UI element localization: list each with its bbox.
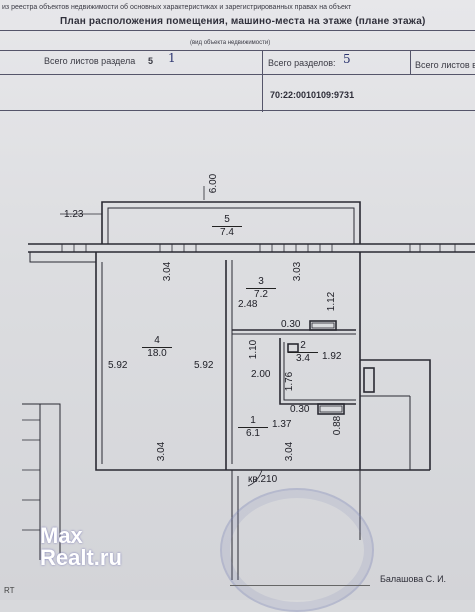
dim-1-12: 1.12 xyxy=(326,291,338,312)
dim-3-04-corridor: 3.04 xyxy=(284,441,296,462)
vent-duct xyxy=(309,320,337,331)
room-2-number: 2 xyxy=(300,340,306,351)
dim-3-04-top: 3.04 xyxy=(162,261,174,282)
header-divider xyxy=(410,50,411,74)
sheet-label: Всего разделов: xyxy=(268,58,336,68)
header-divider xyxy=(262,50,263,112)
dim-1-37: 1.37 xyxy=(272,419,292,430)
sheet-hand: 5 xyxy=(343,52,351,66)
signer-name: Балашова С. И. xyxy=(380,574,447,584)
cadastral-number: 70:22:0010109:9731 xyxy=(270,90,355,100)
apartment-wall xyxy=(95,252,430,471)
dim-1-76: 1.76 xyxy=(284,371,296,392)
bath-wall-inner xyxy=(283,342,356,401)
header-rule xyxy=(0,74,475,75)
header-small-text: из реестра объектов недвижимости об осно… xyxy=(2,4,352,11)
dim-2-48: 2.48 xyxy=(238,299,258,310)
dim-5-92-right: 5.92 xyxy=(194,360,214,371)
sheets-total-label: Всего листов в xyxy=(415,60,475,70)
dim-5-92-left: 5.92 xyxy=(108,360,128,371)
room-5-number: 5 xyxy=(224,214,230,225)
document-title: План расположения помещения, машино-мест… xyxy=(60,16,426,27)
sheets-section-hand: 1 xyxy=(168,51,176,65)
room-5-area: 7.4 xyxy=(212,226,242,238)
window-hatch xyxy=(409,244,456,252)
room-2-area: 3.4 xyxy=(288,352,318,364)
window-hatch xyxy=(259,244,333,252)
room-1-number: 1 xyxy=(250,415,256,426)
room-3-number: 3 xyxy=(258,276,264,287)
stair-steps xyxy=(22,419,40,531)
dim-3-03: 3.03 xyxy=(292,261,304,282)
header-rule xyxy=(0,110,475,111)
balcony-inner xyxy=(107,207,355,244)
dim-1-92: 1.92 xyxy=(322,351,342,362)
watermark-line1: Max xyxy=(40,523,83,548)
room-1-area: 6.1 xyxy=(238,427,268,439)
watermark-line2: Realt.ru xyxy=(40,545,122,570)
dim-3-04-bottom: 3.04 xyxy=(156,441,168,462)
header-rule xyxy=(0,30,475,31)
vent-duct-inner xyxy=(311,322,335,329)
dim-0-30-bottom: 0.30 xyxy=(290,404,310,415)
dim-0-88: 0.88 xyxy=(332,415,344,436)
watermark: Max Realt.ru xyxy=(40,525,122,569)
round-stamp xyxy=(220,488,374,612)
sheets-section-label: Всего листов раздела xyxy=(44,56,136,66)
balcony-outline xyxy=(101,201,361,244)
neighbour-wall xyxy=(360,359,431,470)
vent-duct-inner xyxy=(319,405,343,413)
apartment-label: кв.210 xyxy=(248,474,278,485)
sheets-section-value: 5 xyxy=(148,56,154,66)
window-hatch xyxy=(159,244,197,252)
hall-wall xyxy=(22,403,61,560)
dim-1-10: 1.10 xyxy=(248,339,260,360)
dim-6-00: 6.00 xyxy=(208,173,220,194)
header-rule xyxy=(0,50,475,51)
hall-wall xyxy=(29,252,96,263)
window-hatch xyxy=(61,244,87,252)
door-swing xyxy=(247,469,263,487)
dim-1-23: 1.23 xyxy=(64,209,84,220)
vent-duct xyxy=(317,403,345,415)
signature-line xyxy=(230,585,370,586)
corner-mark: RT xyxy=(4,586,15,595)
neighbour-fixture xyxy=(363,367,375,393)
room-4-number: 4 xyxy=(154,335,160,346)
dim-2-00: 2.00 xyxy=(251,369,271,380)
object-kind-caption: (вид объекта недвижимости) xyxy=(190,40,271,46)
dim-0-30-top: 0.30 xyxy=(281,319,301,330)
room-4-area: 18.0 xyxy=(142,347,172,359)
room-3-area: 7.2 xyxy=(246,288,276,300)
